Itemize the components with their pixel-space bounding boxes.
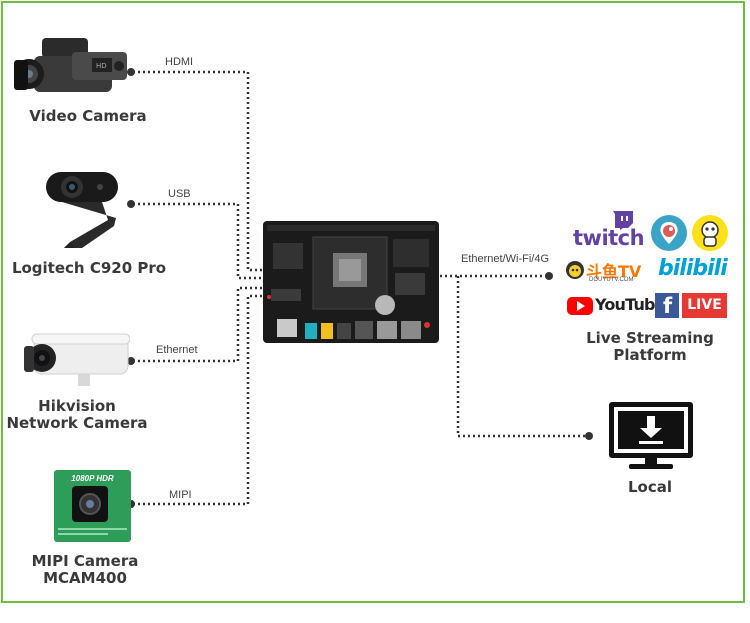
hikvision-label-line2: Network Camera (6, 414, 148, 432)
douyu-logo: 斗鱼TV DOUYUTV.COM (565, 258, 645, 286)
streaming-platform-label: Live Streaming Platform (580, 330, 720, 364)
douyu-url: DOUYUTV.COM (589, 277, 634, 283)
webcam-icon (46, 172, 118, 248)
lens-housing (72, 486, 108, 522)
youtube-icon (567, 297, 593, 315)
periscope-icon (651, 215, 687, 251)
camera-module-icon: 1080P HDR (54, 470, 131, 542)
douyu-icon (566, 261, 584, 279)
monitor-download-icon (609, 402, 693, 469)
douyu-wordmark: 斗鱼TV (586, 262, 642, 281)
diagram-frame (1, 1, 745, 603)
local-label: Local (627, 478, 673, 496)
svg-text:HD: HD (96, 62, 107, 70)
hikvision-label-line1: Hikvision (38, 397, 116, 415)
ethernet-label: Ethernet (156, 344, 198, 356)
hdmi-label: HDMI (165, 56, 194, 68)
logitech-label: Logitech C920 Pro (11, 259, 167, 277)
meerkat-icon (692, 215, 728, 251)
dev-board-icon (263, 221, 439, 343)
hikvision-label: Hikvision Network Camera (2, 398, 152, 432)
streaming-platform-label-line2: Platform (613, 346, 687, 364)
twitch-logo: twitch (573, 210, 645, 252)
bullet-camera-icon (24, 333, 130, 386)
streaming-platform-label-line1: Live Streaming (586, 329, 714, 347)
mipi-camera-label: MIPI Camera MCAM400 (10, 553, 160, 587)
youtube-wordmark: YouTube (595, 295, 666, 314)
mipi-camera-label-line2: MCAM400 (43, 569, 127, 587)
youtube-logo: YouTube (567, 294, 666, 318)
usb-label: USB (168, 188, 191, 200)
twitch-icon (613, 211, 633, 230)
facebook-icon: f (655, 293, 679, 318)
live-badge: LIVE (682, 293, 727, 318)
twitch-wordmark: twitch (573, 226, 645, 250)
network-label: Ethernet/Wi-Fi/4G (461, 253, 550, 265)
mipi-camera-label-line1: MIPI Camera (31, 552, 139, 570)
video-camera-icon: HD (14, 38, 127, 92)
facebook-live-logo: f LIVE (655, 293, 727, 318)
module-board-text: 1080P HDR (71, 474, 114, 483)
video-camera-label: Video Camera (29, 107, 147, 125)
mipi-label: MIPI (169, 489, 192, 501)
bilibili-logo: bilibili (658, 256, 728, 281)
